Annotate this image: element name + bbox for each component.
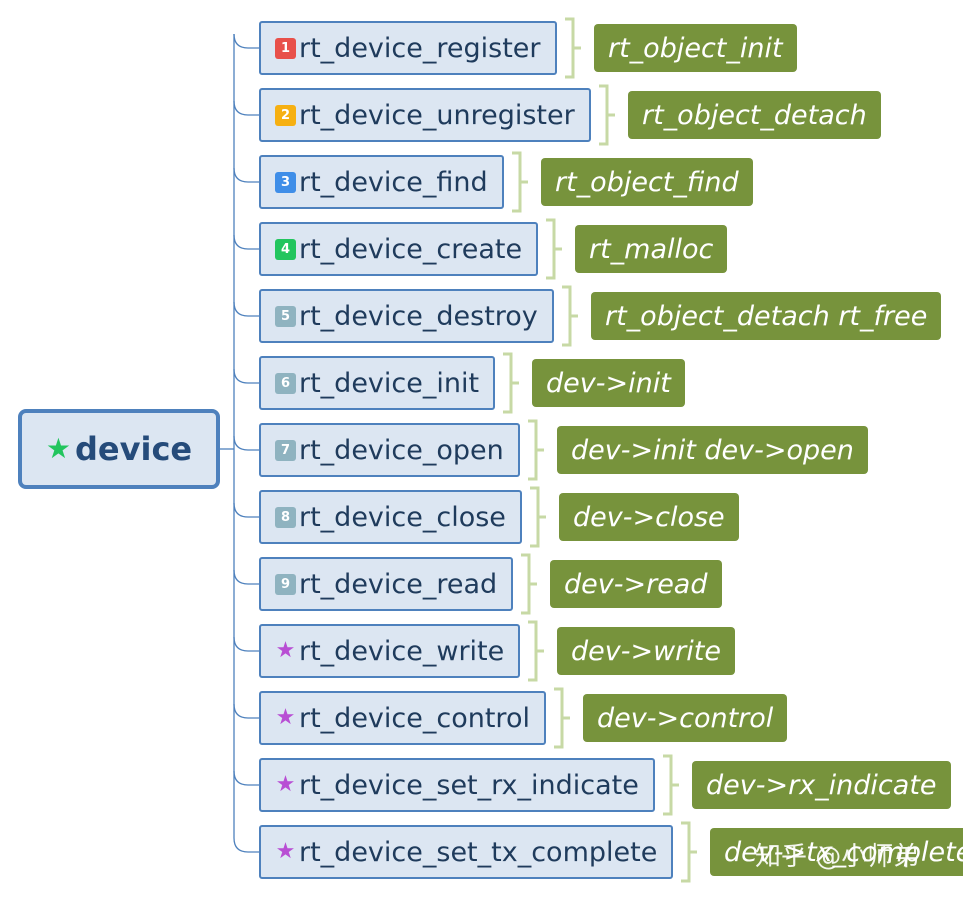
priority-number-badge: 1 [275, 37, 296, 59]
summary-note[interactable]: dev->tx_complete [710, 828, 963, 876]
priority-number-badge: 6 [275, 372, 296, 394]
summary-bracket [521, 553, 531, 615]
subtopic-label: rt_device_read [299, 568, 498, 600]
branch-connector [233, 569, 259, 585]
branch-connector [233, 234, 259, 250]
priority-star-icon: ★ [275, 839, 296, 864]
summary-bracket [565, 17, 575, 79]
summary-bracket [554, 687, 564, 749]
summary-note[interactable]: rt_malloc [575, 225, 728, 273]
star-icon: ★ [45, 432, 71, 465]
priority-number-badge: 2 [275, 104, 296, 126]
branch-connector [233, 167, 259, 183]
priority-star-icon: ★ [275, 772, 296, 797]
branch-connector [233, 837, 259, 853]
summary-bracket [562, 285, 572, 347]
branch-connector [233, 703, 259, 719]
priority-number-badge: 3 [275, 171, 296, 193]
subtopic-label: rt_device_close [299, 501, 506, 533]
root-topic-label: device [75, 430, 193, 468]
subtopic-label: rt_device_init [299, 367, 480, 399]
summary-bracket [528, 620, 538, 682]
branch-connector [233, 33, 259, 49]
summary-bracket [530, 486, 540, 548]
branch-connector [233, 770, 259, 786]
summary-note[interactable]: dev->init dev->open [557, 426, 868, 474]
priority-star-icon: ★ [275, 705, 296, 730]
subtopic-label: rt_device_write [299, 635, 505, 667]
summary-bracket [528, 419, 538, 481]
branch-connector [233, 100, 259, 116]
subtopic-label: rt_device_create [299, 233, 523, 265]
branch-connector [233, 435, 259, 451]
summary-note[interactable]: rt_object_detach rt_free [591, 292, 942, 340]
subtopic-label: rt_device_unregister [299, 99, 575, 131]
summary-note[interactable]: dev->rx_indicate [692, 761, 951, 809]
summary-note[interactable]: dev->init [532, 359, 685, 407]
priority-number-badge: 4 [275, 238, 296, 260]
summary-note[interactable]: dev->control [583, 694, 788, 742]
summary-bracket [663, 754, 673, 816]
subtopic-label: rt_device_destroy [299, 300, 538, 332]
branch-connector [233, 636, 259, 652]
branch-connector [233, 301, 259, 317]
summary-note[interactable]: rt_object_detach [628, 91, 881, 139]
summary-bracket [546, 218, 556, 280]
branch-connector [233, 368, 259, 384]
subtopic-node[interactable]: ★rt_device_control [259, 691, 546, 745]
summary-note[interactable]: rt_object_find [541, 158, 753, 206]
priority-star-icon: ★ [275, 638, 296, 663]
watermark: 知乎 @小师弟 [755, 842, 920, 872]
subtopic-label: rt_device_open [299, 434, 504, 466]
priority-number-badge: 8 [275, 506, 296, 528]
summary-note[interactable]: dev->write [557, 627, 735, 675]
subtopic-label: rt_device_set_tx_complete [299, 836, 658, 868]
subtopic-label: rt_device_find [299, 166, 488, 198]
root-topic[interactable]: ★ device [18, 409, 220, 489]
priority-number-badge: 5 [275, 305, 296, 327]
subtopic-node[interactable]: ★rt_device_write [259, 624, 520, 678]
summary-note[interactable]: dev->read [550, 560, 722, 608]
priority-number-badge: 9 [275, 573, 296, 595]
subtopic-label: rt_device_set_rx_indicate [299, 769, 639, 801]
summary-bracket [512, 151, 522, 213]
subtopic-node[interactable]: ★rt_device_set_rx_indicate [259, 758, 655, 812]
summary-note[interactable]: rt_object_init [594, 24, 797, 72]
subtopic-label: rt_device_register [299, 32, 541, 64]
subtopic-label: rt_device_control [299, 702, 530, 734]
summary-note[interactable]: dev->close [559, 493, 739, 541]
subtopic-node[interactable]: ★rt_device_set_tx_complete [259, 825, 673, 879]
summary-bracket [681, 821, 691, 883]
branch-connector [233, 502, 259, 518]
summary-bracket [599, 84, 609, 146]
summary-bracket [503, 352, 513, 414]
priority-number-badge: 7 [275, 439, 296, 461]
